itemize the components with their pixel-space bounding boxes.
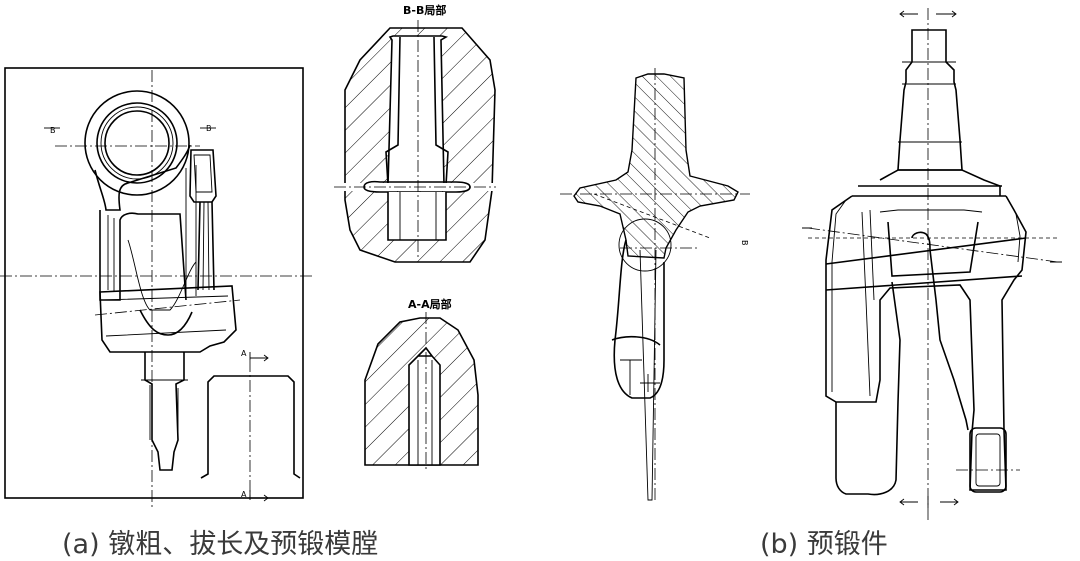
preform-arm xyxy=(613,239,665,399)
caption-a: (a) 镦粗、拔长及预锻模膛 xyxy=(62,529,379,560)
caption-b: (b) 预锻件 xyxy=(760,529,888,560)
boss-outer-circle xyxy=(84,90,190,196)
die-block-outline xyxy=(4,67,304,499)
svg-text:A: A xyxy=(241,490,247,499)
svg-text:B: B xyxy=(206,124,212,133)
preform-side-view: B xyxy=(560,68,750,501)
svg-text:B: B xyxy=(740,240,749,246)
svg-text:A: A xyxy=(241,349,247,358)
svg-text:B: B xyxy=(50,126,56,135)
lower-arm xyxy=(835,281,901,496)
flange-outline xyxy=(99,285,237,353)
section-bb: B-B局部 xyxy=(334,3,496,263)
section-bb-label: B-B局部 xyxy=(403,3,446,17)
preform-front-view xyxy=(802,8,1062,520)
flash-gutter xyxy=(363,180,471,193)
preform-flange-section xyxy=(573,73,739,259)
knuckle-body xyxy=(825,195,1027,491)
upsetting-cavity xyxy=(200,375,301,479)
stem-outline xyxy=(144,352,185,471)
die-cavity-drawing: B B A A xyxy=(0,67,315,508)
spindle-outline xyxy=(897,29,963,171)
section-aa-label: A-A局部 xyxy=(408,297,452,311)
fork-body xyxy=(99,210,187,301)
section-aa: A-A局部 xyxy=(364,297,479,470)
technical-drawing: B B A A B-B局部 A-A局部 xyxy=(0,3,1062,520)
lower-tab xyxy=(969,427,1007,493)
